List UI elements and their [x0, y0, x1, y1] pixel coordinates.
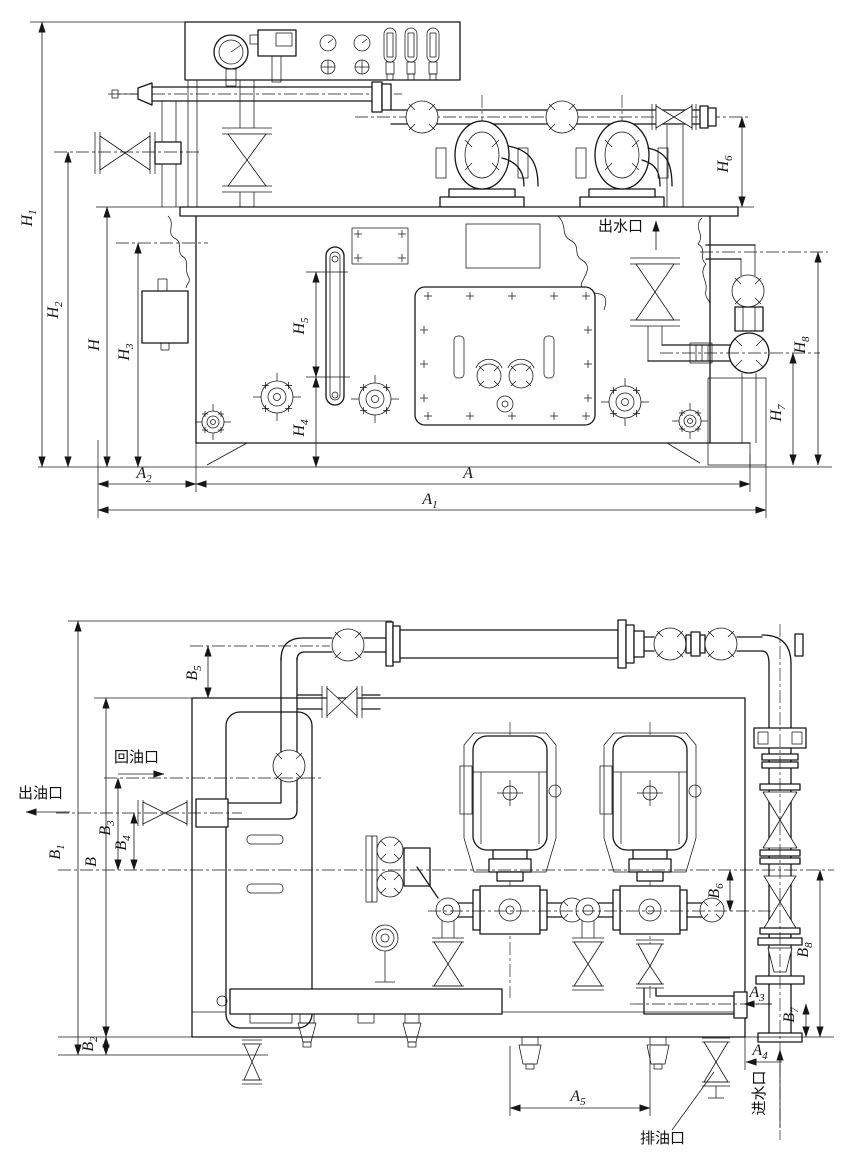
- oil-tank-front: [141, 206, 751, 467]
- label-oil-return: 回油口: [114, 748, 159, 766]
- dim-label-b1: B1: [47, 844, 67, 859]
- front-dimensions: H1 H2 H H3 H5 H4 H6 H7 H8 A2 A A1 出水口: [19, 21, 832, 518]
- label-oil-drain: 排油口: [640, 1129, 685, 1147]
- sight-glass: [325, 246, 345, 406]
- dim-label-b4: B4: [113, 835, 133, 851]
- dim-label-a3: A3: [748, 984, 765, 1004]
- dim-label-h: H: [86, 338, 103, 352]
- handwheel-valve: [94, 101, 182, 207]
- dim-label-h3: H3: [116, 343, 136, 362]
- discharge-valve: [651, 104, 717, 130]
- water-outlet-assembly: [630, 244, 770, 466]
- dim-label-h2: H2: [45, 301, 65, 320]
- dim-label-a2: A2: [135, 465, 152, 485]
- dim-label-b2: B2: [80, 1036, 100, 1052]
- vent-valve: [297, 686, 381, 718]
- drain-manifold: [216, 988, 670, 1085]
- pump-1-plan: [431, 732, 585, 991]
- drain-flange-1: [194, 403, 232, 441]
- plan-view: B5 B1 B B2 B3 B4 B6 B7 B8 A3 A4 A5 出油口 回…: [18, 619, 834, 1147]
- dim-label-a5: A5: [569, 1088, 586, 1108]
- small-gauge-icons: [319, 34, 371, 75]
- dim-label-b5: B5: [184, 665, 204, 681]
- label-oil-outlet: 出油口: [18, 784, 63, 802]
- dim-label-a1: A1: [421, 491, 437, 511]
- front-view: H1 H2 H H3 H5 H4 H6 H7 H8 A2 A A1 出水口: [19, 21, 832, 518]
- pressure-gauge-icon: [213, 34, 249, 87]
- dim-label-a4: A4: [751, 1042, 768, 1062]
- dim-label-b: B: [83, 857, 100, 867]
- dim-label-h5: H5: [291, 317, 311, 336]
- dim-label-h1: H1: [19, 209, 39, 227]
- dim-label-h6: H6: [715, 155, 735, 174]
- inspection-cover: [414, 286, 596, 426]
- dim-label-a: A: [462, 465, 473, 482]
- drain-flange-3: [350, 374, 400, 424]
- drain-flange-2: [252, 372, 302, 422]
- three-way-valve: [365, 835, 439, 983]
- drain-line-right: [636, 939, 748, 1019]
- nameplate-1: [351, 227, 409, 265]
- front-piping: [94, 81, 750, 215]
- dim-label-h7: H7: [768, 404, 788, 423]
- label-water-outlet: 出水口: [598, 217, 643, 235]
- level-switch-box: [141, 278, 189, 351]
- dim-label-b6: B6: [706, 883, 726, 899]
- dim-label-b7: B7: [781, 1007, 801, 1023]
- thermometer-icons: [383, 27, 440, 81]
- dim-label-b3: B3: [97, 820, 117, 836]
- label-water-inlet: 进水口: [750, 1070, 768, 1115]
- pump-2-front: [575, 120, 669, 208]
- dim-label-b8: B8: [795, 942, 815, 958]
- dim-label-h4: H4: [291, 419, 311, 438]
- drain-flange-4: [600, 377, 650, 427]
- plan-dimensions: B5 B1 B B2 B3 B4 B6 B7 B8 A3 A4 A5 出油口 回…: [18, 620, 834, 1147]
- cooler-piping: [68, 619, 804, 803]
- drain-flange-5: [671, 402, 709, 440]
- pressure-switch-icon: [249, 29, 297, 83]
- dim-label-h8: H8: [792, 336, 812, 355]
- gate-valve: [222, 127, 272, 207]
- instrument-panel: [184, 21, 461, 207]
- nameplate-2: [465, 223, 541, 269]
- oil-drain-valve: [702, 1037, 730, 1099]
